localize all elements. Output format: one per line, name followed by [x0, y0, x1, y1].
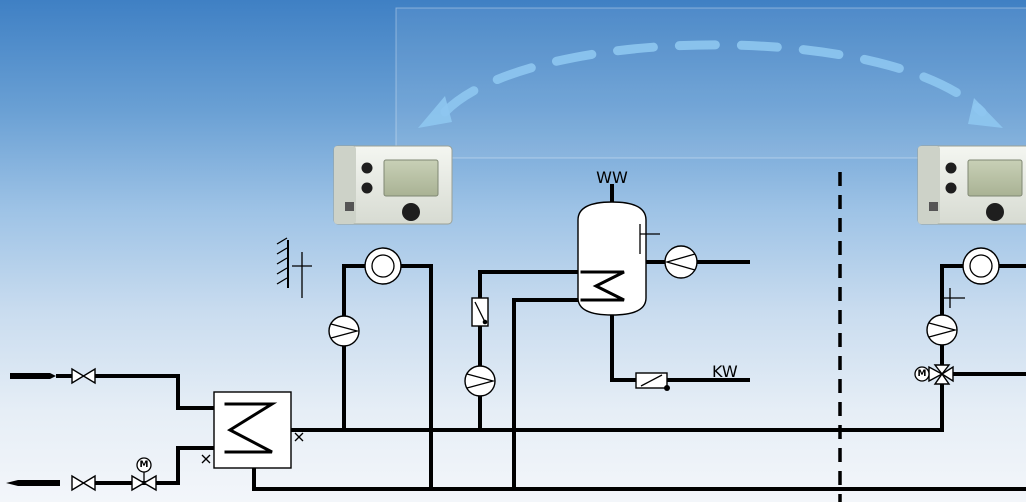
pump-icon	[328, 315, 360, 347]
communication-arc	[418, 40, 1003, 128]
controller-knob	[986, 203, 1004, 221]
motor-label: M	[140, 460, 149, 470]
arrow-left-icon	[418, 96, 452, 128]
circulation-pump-icon	[664, 245, 698, 279]
radiator-icon	[364, 247, 402, 285]
pump-right-icon	[926, 314, 958, 346]
three-way-valve: M	[914, 364, 954, 385]
controller-knob	[402, 203, 420, 221]
controller-port	[929, 202, 938, 211]
charging-pump-icon	[464, 365, 496, 397]
motor-icon	[914, 366, 930, 382]
dhw-tank	[577, 201, 660, 316]
shutoff-valve-return	[71, 474, 96, 492]
controller-left	[333, 145, 453, 225]
cold-water-label: KW	[712, 362, 738, 381]
controller-display	[383, 159, 439, 197]
shutoff-valve-supply	[64, 367, 96, 385]
motorized-valve: M	[131, 457, 157, 492]
controller-port	[345, 202, 354, 211]
controller-button	[361, 182, 373, 194]
controller-display	[967, 159, 1023, 197]
arrow-right-icon	[968, 98, 1003, 128]
hot-water-label: WW	[596, 168, 628, 187]
cold-water-valve	[635, 372, 670, 391]
motor-label: M	[918, 369, 927, 379]
controller-button	[945, 182, 957, 194]
motor-icon	[136, 457, 152, 473]
flow-arrows	[6, 373, 64, 486]
outdoor-sensor	[276, 237, 312, 298]
heat-exchanger	[201, 391, 304, 469]
controller-button	[361, 162, 373, 174]
radiator-right-icon	[962, 247, 1000, 285]
controller-right	[917, 145, 1026, 225]
control-valve-dhw	[471, 297, 489, 327]
communication-panel	[395, 7, 1026, 159]
controller-button	[945, 162, 957, 174]
temperature-sensor-right	[942, 288, 965, 308]
